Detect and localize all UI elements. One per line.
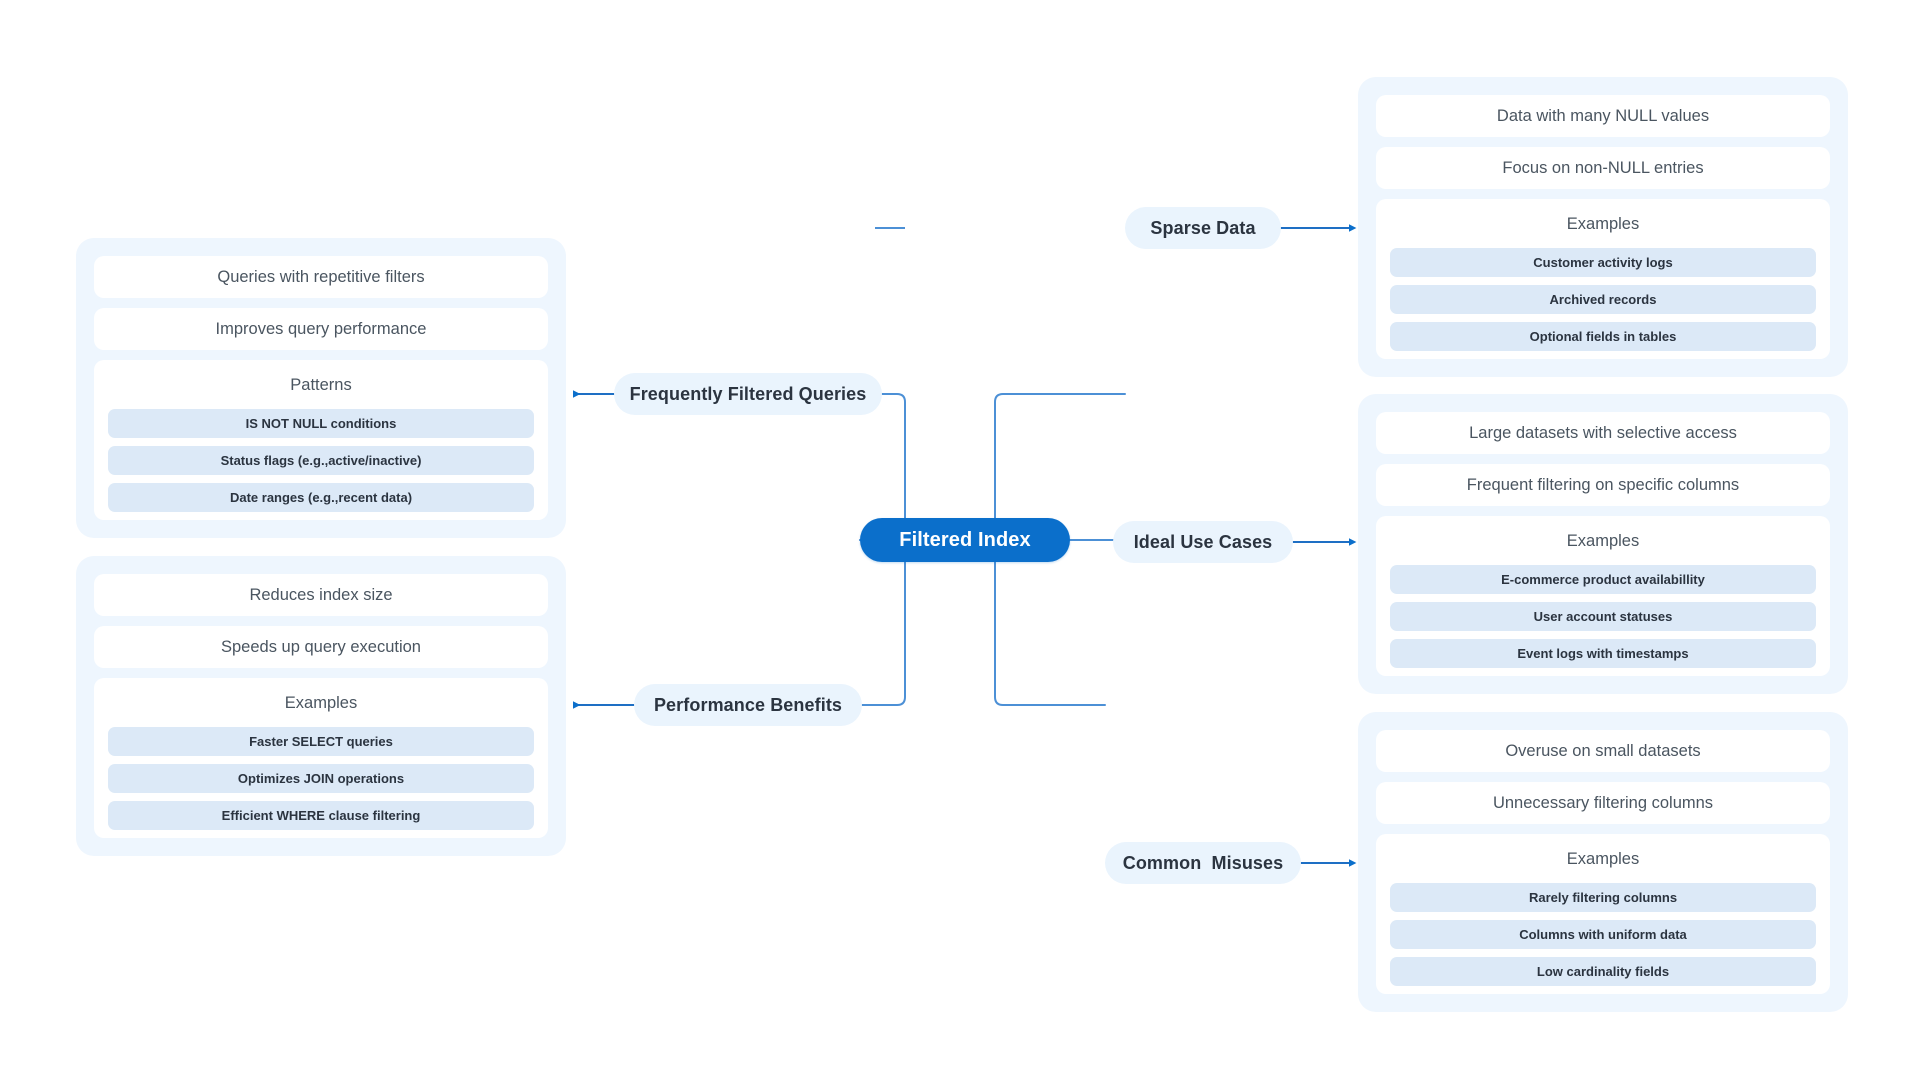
panel-group-title: Examples xyxy=(284,694,358,712)
panel-group-item: Efficient WHERE clause filtering xyxy=(108,801,534,830)
panel-group-item: Event logs with timestamps xyxy=(1390,639,1816,668)
panel-common-misuses: Overuse on small datasets Unnecessary fi… xyxy=(1358,712,1848,1012)
panel-point: Focus on non-NULL entries xyxy=(1376,147,1830,189)
panel-performance-benefits: Reduces index size Speeds up query execu… xyxy=(76,556,566,856)
panel-group-item: Optimizes JOIN operations xyxy=(108,764,534,793)
branch-label: Frequently Filtered Queries xyxy=(629,383,867,404)
panel-group-item: IS NOT NULL conditions xyxy=(108,409,534,438)
panel-point: Large datasets with selective access xyxy=(1376,412,1830,454)
panel-frequently-filtered-queries: Queries with repetitive filters Improves… xyxy=(76,238,566,538)
wire-root-to-frequently-filtered-queries xyxy=(621,393,906,541)
branch-pill-common-misuses[interactable]: Common Misuses xyxy=(1105,842,1301,884)
panel-ideal-use-cases: Large datasets with selective access Fre… xyxy=(1358,394,1848,694)
panel-group: Examples Faster SELECT queries Optimizes… xyxy=(94,678,548,838)
root-node-filtered-index[interactable]: Filtered Index xyxy=(860,518,1070,562)
panel-group-item: Archived records xyxy=(1390,285,1816,314)
panel-point: Speeds up query execution xyxy=(94,626,548,668)
branch-label: Ideal Use Cases xyxy=(1133,531,1273,552)
wire-root-to-common-misuses xyxy=(994,561,1106,706)
panel-group-item: Low cardinality fields xyxy=(1390,957,1816,986)
wire-root-to-sparse-data xyxy=(994,393,1126,519)
panel-point: Improves query performance xyxy=(94,308,548,350)
branch-label: Performance Benefits xyxy=(653,694,843,715)
panel-group-item: Columns with uniform data xyxy=(1390,920,1816,949)
panel-group-item: Status flags (e.g.,active/inactive) xyxy=(108,446,534,475)
wire-root-to-performance-benefits xyxy=(621,539,906,706)
panel-group-title: Examples xyxy=(1566,532,1640,550)
branch-pill-sparse-data[interactable]: Sparse Data xyxy=(1125,207,1281,249)
panel-group: Examples Customer activity logs Archived… xyxy=(1376,199,1830,359)
panel-point: Reduces index size xyxy=(94,574,548,616)
branch-pill-frequently-filtered-queries[interactable]: Frequently Filtered Queries xyxy=(614,373,882,415)
panel-group-item: Date ranges (e.g.,recent data) xyxy=(108,483,534,512)
panel-sparse-data: Data with many NULL values Focus on non-… xyxy=(1358,77,1848,377)
panel-point: Data with many NULL values xyxy=(1376,95,1830,137)
panel-group-item: Rarely filtering columns xyxy=(1390,883,1816,912)
panel-group-item: Customer activity logs xyxy=(1390,248,1816,277)
panel-point: Queries with repetitive filters xyxy=(94,256,548,298)
branch-pill-ideal-use-cases[interactable]: Ideal Use Cases xyxy=(1113,521,1293,563)
panel-group-item: E-commerce product availabillity xyxy=(1390,565,1816,594)
branch-label: Sparse Data xyxy=(1150,217,1256,238)
panel-group-item: User account statuses xyxy=(1390,602,1816,631)
panel-group: Examples E-commerce product availabillit… xyxy=(1376,516,1830,676)
panel-group-title: Examples xyxy=(1566,215,1640,233)
panel-group-item: Optional fields in tables xyxy=(1390,322,1816,351)
branch-label: Common Misuses xyxy=(1122,852,1284,873)
panel-group: Examples Rarely filtering columns Column… xyxy=(1376,834,1830,994)
panel-group-title: Examples xyxy=(1566,850,1640,868)
branch-pill-performance-benefits[interactable]: Performance Benefits xyxy=(634,684,862,726)
panel-group: Patterns IS NOT NULL conditions Status f… xyxy=(94,360,548,520)
panel-group-title: Patterns xyxy=(290,376,352,394)
panel-point: Unnecessary filtering columns xyxy=(1376,782,1830,824)
root-node-label: Filtered Index xyxy=(899,528,1031,551)
panel-group-item: Faster SELECT queries xyxy=(108,727,534,756)
panel-point: Overuse on small datasets xyxy=(1376,730,1830,772)
panel-point: Frequent filtering on specific columns xyxy=(1376,464,1830,506)
